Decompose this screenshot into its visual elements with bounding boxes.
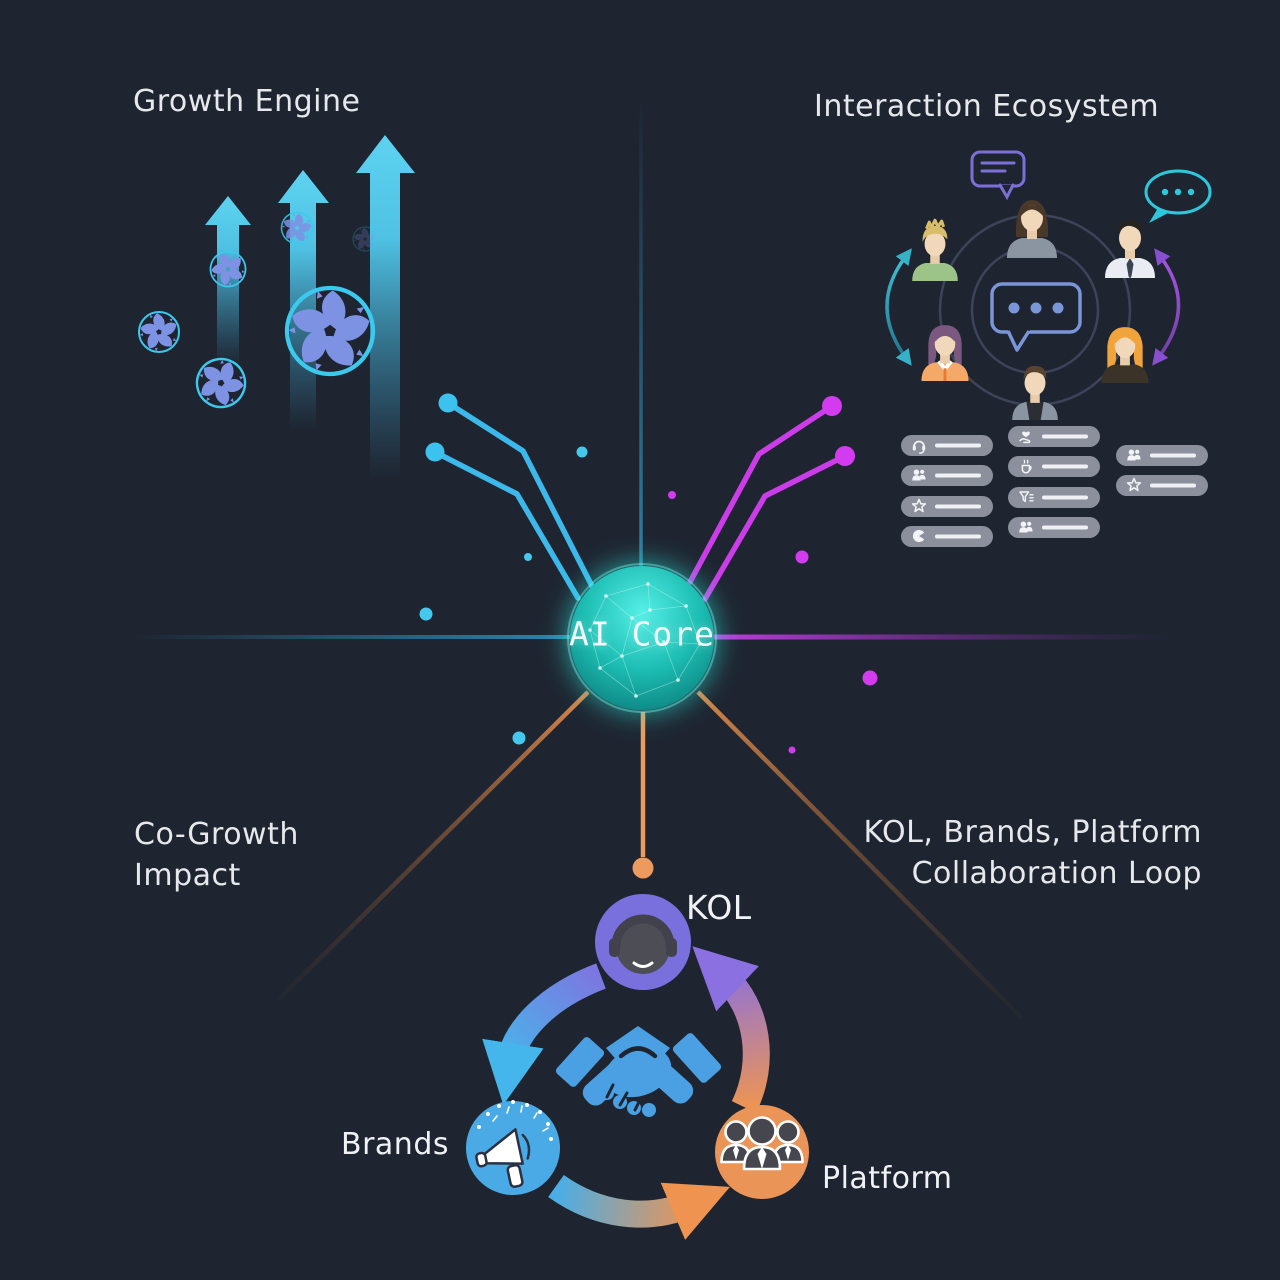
profile-badge xyxy=(1008,487,1100,508)
chat-bubble-teal-icon xyxy=(1144,169,1212,223)
loop-node-brands[interactable] xyxy=(466,1100,560,1195)
ai-branches-left xyxy=(432,400,597,601)
branch-end-dots xyxy=(425,393,855,466)
handshake-icon xyxy=(555,1018,722,1117)
avatar-woman-orange xyxy=(1101,327,1149,383)
headset-person-icon xyxy=(609,914,677,974)
co-growth-line1: Co-Growth xyxy=(134,817,299,852)
loop-arrows xyxy=(482,946,770,1240)
profile-badges xyxy=(901,426,1208,547)
profile-badge xyxy=(1008,456,1100,477)
loop-node-kol[interactable] xyxy=(595,894,691,990)
axis-lines xyxy=(135,100,1170,640)
profile-badge xyxy=(1116,445,1208,466)
avatar-woman-purple xyxy=(921,325,969,381)
core-mesh xyxy=(588,582,702,698)
confetti-dots xyxy=(477,1100,553,1141)
brands-label: Brands xyxy=(341,1127,449,1162)
team-icon xyxy=(720,1116,804,1171)
co-growth-note: Co-Growth Impact xyxy=(134,814,299,896)
turbine-fan-icon xyxy=(353,227,377,251)
profile-badge xyxy=(1116,475,1208,496)
kol-label: KOL xyxy=(686,888,752,927)
collab-line1: KOL, Brands, Platform xyxy=(863,815,1202,850)
interaction-ecosystem-title: Interaction Ecosystem xyxy=(814,89,1160,124)
ai-core-label: AI Core xyxy=(568,614,716,654)
avatar-man-tie xyxy=(1105,220,1155,279)
chat-bubble-purple-icon xyxy=(970,150,1026,201)
profile-badge xyxy=(901,465,993,486)
ai-branches-right xyxy=(687,403,848,602)
avatar-man-blonde xyxy=(912,218,958,281)
platform-label: Platform xyxy=(822,1161,953,1196)
profile-badge xyxy=(901,496,993,517)
profile-badge xyxy=(1008,426,1100,447)
turbine-fan-icon xyxy=(139,312,179,352)
chat-bubble-center-icon xyxy=(990,282,1082,352)
growth-arrows xyxy=(205,135,415,478)
ecosystem-arrow-left xyxy=(885,248,912,366)
scatter-dots xyxy=(419,446,878,754)
megaphone-icon xyxy=(475,1128,531,1188)
turbine-fans xyxy=(139,209,380,416)
co-growth-line2: Impact xyxy=(134,858,241,893)
profile-badge xyxy=(1008,517,1100,538)
ai-core-node[interactable] xyxy=(564,560,720,716)
avatar-man-jacket xyxy=(1012,365,1058,420)
collaboration-note: KOL, Brands, Platform Collaboration Loop xyxy=(863,812,1202,894)
collab-line2: Collaboration Loop xyxy=(911,856,1202,891)
growth-engine-title: Growth Engine xyxy=(133,84,361,119)
avatar-woman-bob xyxy=(1007,200,1057,258)
ecosystem-arrow-right xyxy=(1152,248,1181,366)
loop-node-platform[interactable] xyxy=(715,1105,809,1199)
profile-badge xyxy=(901,526,993,547)
turbine-fan-icon xyxy=(188,350,254,416)
ai-branches-lower xyxy=(276,690,1024,1020)
profile-badge xyxy=(901,435,993,456)
